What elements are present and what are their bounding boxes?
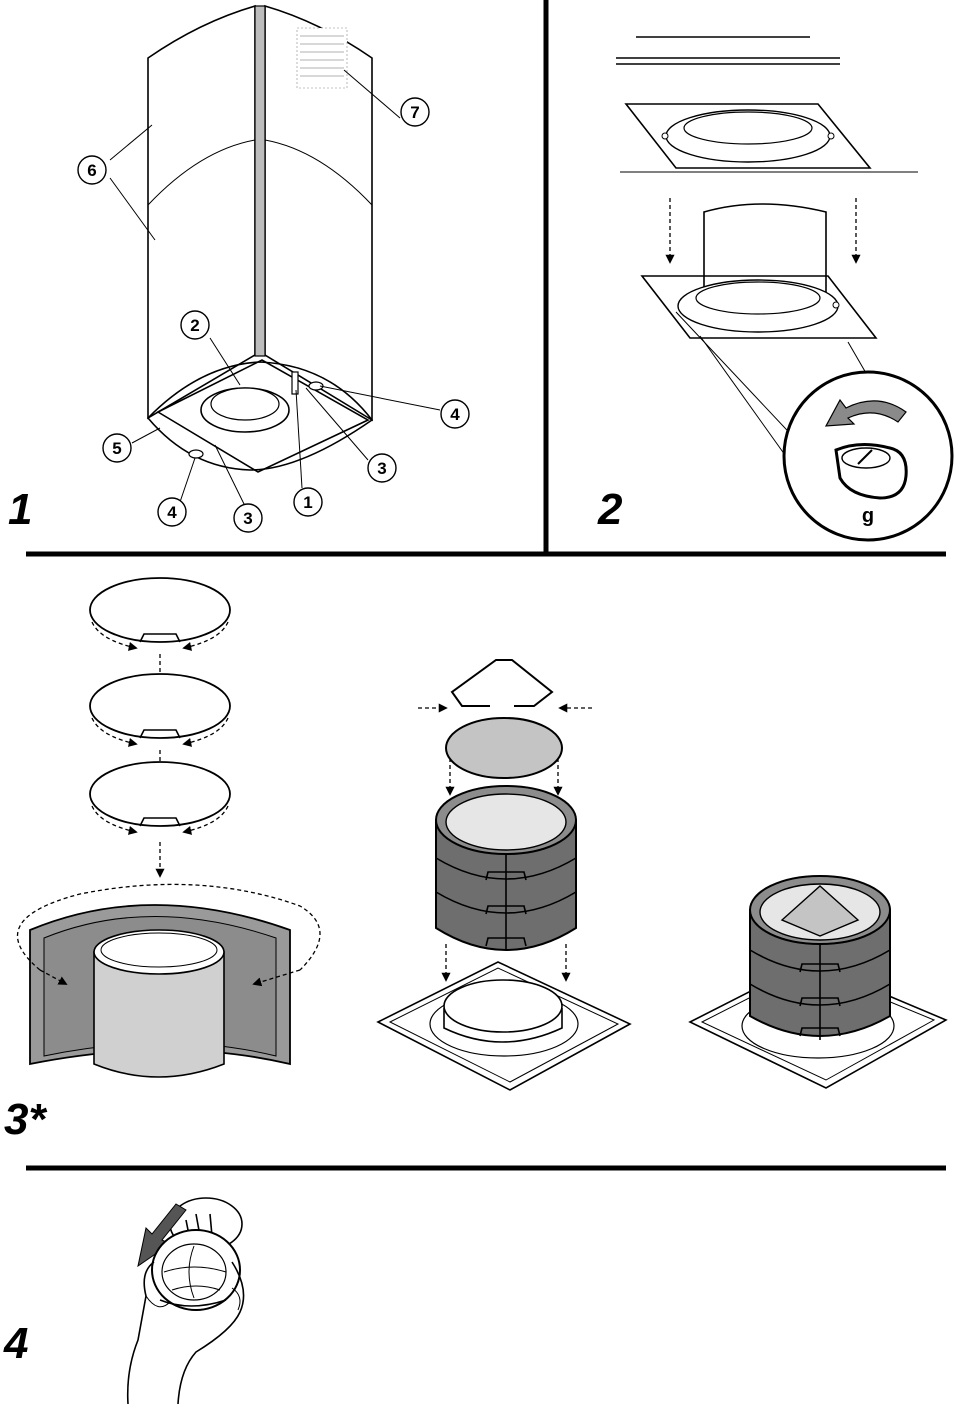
panel-number-2: 2 <box>597 485 623 534</box>
hand <box>126 1261 245 1405</box>
callout-7: 7 <box>400 97 430 127</box>
svg-text:3: 3 <box>377 459 386 478</box>
rotate-arrow <box>824 398 907 427</box>
panel-number-4: 4 <box>3 1319 28 1368</box>
pull-arrow <box>137 1203 187 1268</box>
callout-5: 5 <box>102 433 132 463</box>
detail-letter-g: g <box>862 505 874 527</box>
callout-3-left: 3 <box>233 503 263 533</box>
panel-1: 6 7 2 4 5 3 4 3 1 1 <box>8 4 470 534</box>
inner-cylinder <box>93 929 225 1078</box>
svg-text:4: 4 <box>167 503 177 522</box>
callout-3-right: 3 <box>367 453 397 483</box>
callout-4-right: 4 <box>440 399 470 429</box>
filter-stack-exploded <box>435 785 577 951</box>
svg-text:4: 4 <box>450 405 460 424</box>
panel-4: 4 <box>3 1197 245 1405</box>
panel-2: g 2 <box>597 36 954 542</box>
callout-2: 2 <box>180 310 210 340</box>
filter-ring-1 <box>89 577 231 651</box>
panel-number-1: 1 <box>8 485 32 534</box>
filter-stack-assembled <box>688 875 948 1089</box>
panel-3: 3* <box>4 577 948 1144</box>
svg-text:2: 2 <box>190 316 199 335</box>
callout-4-left: 4 <box>157 497 187 527</box>
filter-ring-2 <box>89 673 231 747</box>
svg-text:7: 7 <box>410 103 419 122</box>
svg-text:6: 6 <box>87 161 96 180</box>
svg-text:5: 5 <box>112 439 121 458</box>
callout-1: 1 <box>293 487 323 517</box>
svg-text:3: 3 <box>243 509 252 528</box>
callout-6: 6 <box>77 155 107 185</box>
triangle-cap <box>418 659 592 713</box>
base-plate-middle <box>376 961 632 1091</box>
svg-text:1: 1 <box>303 493 312 512</box>
filter-ring-3 <box>89 761 231 835</box>
vent-grille <box>296 27 348 89</box>
panel-number-3: 3* <box>4 1095 47 1144</box>
corner-seam <box>254 5 266 357</box>
gray-filter-disc <box>445 717 563 779</box>
